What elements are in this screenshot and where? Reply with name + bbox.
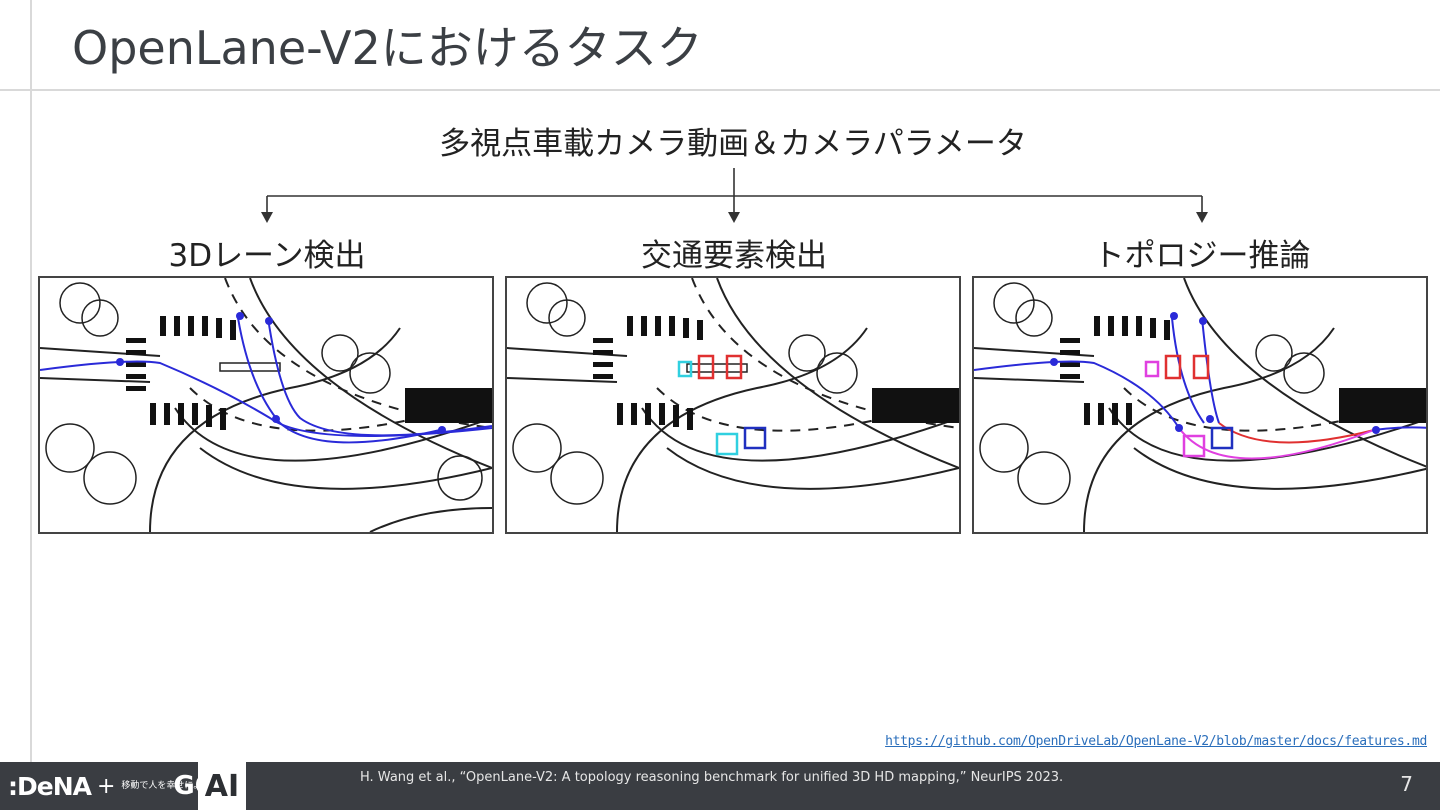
- left-rule: [30, 0, 32, 762]
- dena-logo-text: :DeNA: [8, 771, 92, 801]
- footer-bar: :DeNA + 移動で人を幸せに。 GO AI H. Wang et al., …: [0, 762, 1440, 810]
- citation-text: H. Wang et al., “OpenLane-V2: A topology…: [360, 770, 1064, 785]
- flow-diagram-arrows: [261, 168, 1208, 223]
- traffic-element-detection-illustration: [505, 276, 961, 534]
- lane-detection-illustration: [38, 276, 494, 534]
- go-tagline: 移動で人を幸せに。: [121, 781, 203, 791]
- task-label-lane-detection: 3Dレーン検出: [168, 238, 366, 274]
- page-number: 7: [1400, 772, 1413, 796]
- company-logo: :DeNA + 移動で人を幸せに。 GO: [8, 770, 217, 802]
- page-title: OpenLane-V2におけるタスク: [72, 21, 703, 75]
- ai-badge: AI: [198, 762, 246, 810]
- topology-reasoning-illustration: [972, 276, 1428, 534]
- logo-plus: +: [96, 773, 116, 799]
- task-label-topology-reasoning: トポロジー推論: [1093, 238, 1311, 274]
- title-underline: [0, 89, 1440, 91]
- reference-link[interactable]: https://github.com/OpenDriveLab/OpenLane…: [885, 734, 1427, 749]
- input-label: 多視点車載カメラ動画＆カメラパラメータ: [439, 126, 1027, 162]
- task-label-traffic-element-detection: 交通要素検出: [641, 238, 827, 274]
